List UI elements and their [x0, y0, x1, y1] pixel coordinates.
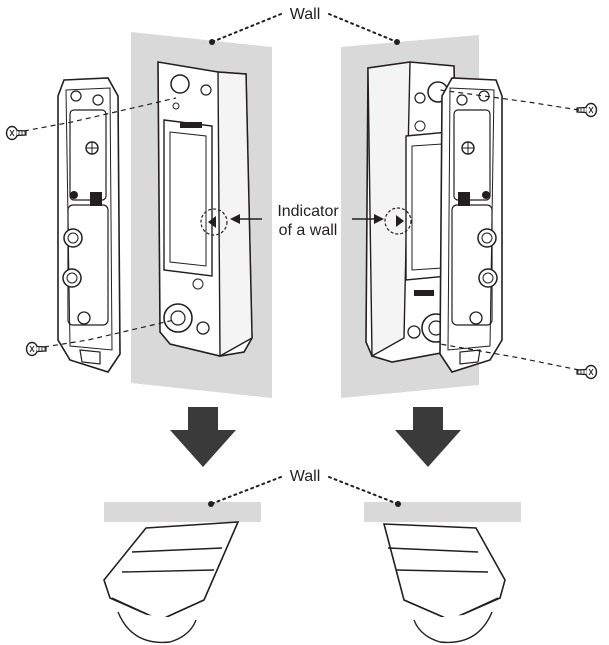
indicator-label: Indicator of a wall [262, 202, 354, 240]
left-down-arrow [170, 407, 236, 467]
right-bracket [439, 77, 503, 373]
left-bracket [57, 77, 121, 373]
wall-bottom-leaders [208, 476, 401, 507]
right-housing [365, 61, 461, 363]
right-down-arrow [395, 407, 461, 467]
right-wall-indicator [384, 207, 412, 235]
left-assembly [5, 32, 272, 398]
indicator-label-line1: Indicator [277, 203, 339, 220]
wall-top-label: Wall [289, 6, 321, 23]
right-assembly [341, 35, 598, 398]
bottom-left-result [103, 502, 261, 644]
right-bottom-screw [576, 364, 598, 380]
left-top-screw [5, 125, 27, 141]
right-top-screw [576, 102, 598, 118]
left-housing [157, 61, 253, 358]
left-wall-indicator [200, 208, 228, 236]
bottom-right-result [364, 502, 521, 644]
bottom-left-wall [104, 502, 261, 522]
indicator-label-line2: of a wall [278, 222, 338, 239]
wall-top-leaders [209, 13, 400, 45]
left-bottom-screw [25, 341, 47, 357]
bottom-right-wall [364, 502, 521, 522]
wall-bottom-label: Wall [289, 468, 321, 485]
